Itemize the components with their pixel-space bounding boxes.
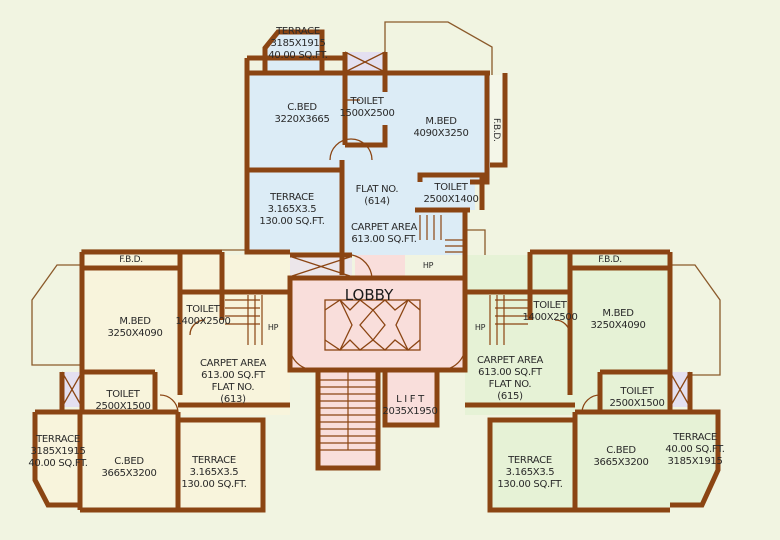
hp-label-615: HP	[474, 323, 486, 332]
lobby-fill	[290, 278, 465, 370]
hp-label-613: HP	[267, 323, 279, 332]
stairs	[225, 215, 528, 451]
lobby-pattern	[324, 299, 421, 351]
toilet-614-b	[420, 175, 475, 210]
duct-crosses	[61, 51, 691, 408]
room-fills	[35, 32, 718, 508]
terrace-615-large	[490, 420, 573, 508]
cbed-613	[82, 412, 177, 507]
lobby-label: LOBBY	[344, 286, 394, 304]
terrace-615-small	[670, 412, 718, 505]
hp-label-614: HP	[422, 261, 434, 270]
terrace-614-mid	[247, 172, 342, 252]
flat-no-614: FLAT NO.(614)	[355, 184, 399, 207]
walls	[32, 29, 721, 513]
room-label-fbd-614: F.B.D.	[491, 118, 501, 142]
toilet-614-a	[345, 75, 385, 145]
room-label-fbd-613: F.B.D.	[119, 255, 143, 265]
cbed-615	[575, 412, 670, 507]
room-label-fbd-615: F.B.D.	[598, 255, 622, 265]
cbed-614	[250, 75, 345, 170]
terrace-613-large	[180, 420, 263, 508]
lift-fill	[385, 370, 437, 425]
terrace-613-small	[35, 412, 80, 505]
fbd-614	[490, 75, 505, 165]
doors	[159, 99, 601, 413]
